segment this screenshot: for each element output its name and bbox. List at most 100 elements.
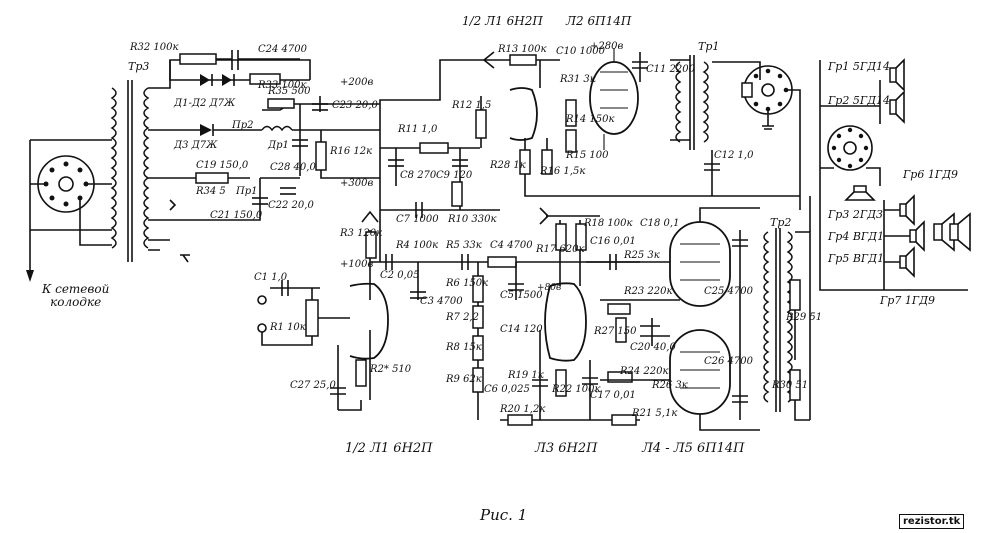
tube-title-l1-top: 1/2 Л1 6Н2П [462,14,543,28]
component-label-r22: R22 100к [552,384,601,395]
component-label-c4: C4 4700 [490,240,533,251]
mains-connector-label: К сетевой колодке [42,282,110,309]
component-label-r15: R15 100 [566,150,609,161]
output-stage-l4-l5 [669,196,811,431]
rectifier-section [148,50,380,263]
component-label-r33: R33 100к [258,80,307,91]
component-label-r18: R18 100к [584,218,633,229]
watermark: rezistor.tk [899,514,965,529]
component-label-r23: R23 220к [624,286,673,297]
supply-label-100v: +100в [340,259,374,270]
component-label-r21: R21 5,1к [632,408,678,419]
component-label-d1d2: Д1-Д2 Д7Ж [174,98,236,109]
component-label-r17: R17 620к [536,244,585,255]
transformer-tr3 [110,80,150,262]
speaker-label-6: Гр6 1ГД9 [903,168,959,181]
component-label-r8: R8 15к [446,342,482,353]
component-label-r9: R9 62к [446,374,482,385]
component-label-c12: C12 1,0 [714,150,754,161]
tube-title-l1: 1/2 Л1 6Н2П [345,441,433,456]
speaker-label-3: Гр3 2ГД3 [828,208,884,221]
component-label-r16: R16 12к [330,146,373,157]
component-label-r7: R7 2,2 [446,312,479,323]
component-label-r6: R6 150к [446,278,489,289]
component-label-c9: C9 120 [436,170,473,181]
supply-label-300v: +300в [340,178,374,189]
tube-title-l3: Л3 6Н2П [535,441,598,456]
tube-title-l2: Л2 6П14П [566,14,632,28]
component-label-c11: C11 2200 [646,64,696,75]
supply-label-80v: +80в [537,283,562,293]
speaker-label-5: Гр5 ВГД1 [828,252,885,265]
label-tr1: Тр1 [698,40,720,53]
tone-network [379,59,500,262]
component-label-c14: C14 120 [500,324,543,335]
tube-title-l4-l5: Л4 - Л5 6П14П [642,441,745,456]
component-label-c27: C27 25,0 [290,380,336,391]
component-label-r32: R32 100к [130,42,179,53]
component-label-c8: C8 270 [400,170,437,181]
component-label-c7: C7 1000 [396,214,439,225]
component-label-c16: C16 0,01 [590,236,636,247]
speaker-label-7: Гр7 1ГД9 [880,294,936,307]
component-label-c22: C22 20,0 [268,200,314,211]
component-label-r5: R5 33к [446,240,482,251]
component-label-r3: R3 120к [340,228,383,239]
component-label-d3: Д3 Д7Ж [174,140,218,151]
component-label-r1: R1 10к [270,322,306,333]
component-label-r13: R13 100к [498,44,547,55]
input-stage [257,210,460,411]
component-label-c19: C19 150,0 [196,160,249,171]
component-label-pr1: Пр1 [236,186,258,197]
component-label-r2: R2* 510 [370,364,412,375]
supply-label-200v: +200в [340,77,374,88]
component-label-r29: R29 51 [786,312,823,323]
component-label-c20: C20 40,0 [630,342,676,353]
supply-label-280v: +280в [590,41,624,52]
component-label-c3: C3 4700 [420,296,463,307]
output-socket [741,65,801,210]
label-tr2: Тр2 [770,216,792,229]
component-label-r16-b: R16 1,5к [540,166,586,177]
label-tr3: Тр3 [128,60,150,73]
component-label-dr1: Др1 [268,140,289,151]
tone-stage-l2 [482,48,800,197]
component-label-r10: R10 330к [448,214,497,225]
component-label-r19: R19 1к [508,370,544,381]
component-label-r35: R35 500 [268,86,311,97]
speaker-label-2: Гр2 5ГД14 [828,94,891,107]
component-label-r27: R27 150 [594,326,637,337]
figure-caption: Рис. 1 [480,506,528,524]
component-label-r28: R28 1к [490,160,526,171]
component-label-c5: C5 1500 [500,290,543,301]
component-label-r20: R20 1,2к [500,404,546,415]
component-label-c28: C28 40,0 [270,162,316,173]
component-label-r26: R26 3к [652,380,688,391]
speaker-section [819,58,971,291]
component-label-r12: R12 1,5 [452,100,492,111]
component-label-r31: R31 3к [560,74,596,85]
component-label-c2: C2 0,05 [380,270,420,281]
component-label-r30: R30 51 [772,380,809,391]
component-label-c18: C18 0,1 [640,218,680,229]
component-label-c23: C23 20,0 [332,100,378,111]
component-label-c6: C6 0,025 [484,384,530,395]
component-label-pr2: Пр2 [232,120,254,131]
component-label-c24: C24 4700 [258,44,308,55]
component-label-r14: R14 150к [566,114,615,125]
component-label-c17: C17 0,01 [590,390,636,401]
component-label-c26: C26 4700 [704,356,754,367]
speaker-label-4: Гр4 ВГД1 [828,230,885,243]
component-label-r24: R24 220к [620,366,669,377]
component-label-r25: R25 3к [624,250,660,261]
component-label-c1: C1 1,0 [254,272,288,283]
component-label-c25: C25 4700 [704,286,754,297]
component-label-r11: R11 1,0 [398,124,438,135]
component-label-c21: C21 150,0 [210,210,263,221]
component-label-r34: R34 5 [196,186,226,197]
mains-socket [26,139,112,282]
component-label-c10: C10 1000 [556,46,606,57]
speaker-label-1: Гр1 5ГД14 [828,60,891,73]
